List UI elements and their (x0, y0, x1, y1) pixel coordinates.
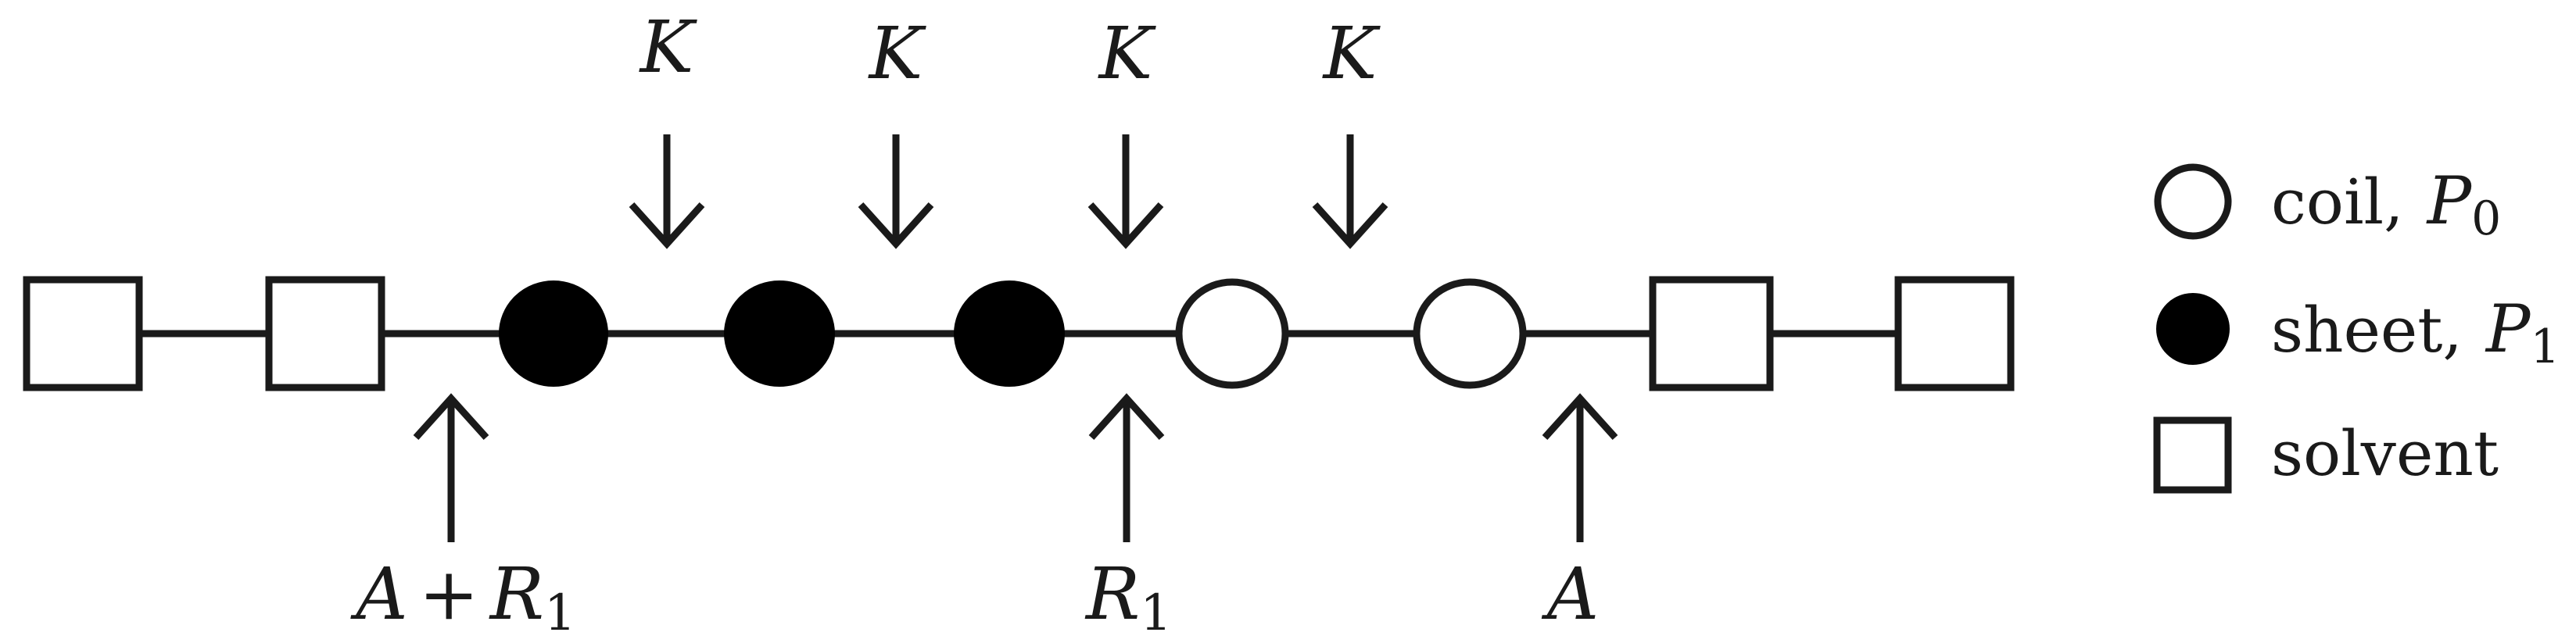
up-arrow-icon (1542, 393, 1618, 542)
label-k: K (1098, 12, 1157, 95)
coil-site (1413, 278, 1527, 389)
label-k: K (639, 5, 698, 89)
legend-coil: coil,P0 (2271, 163, 2501, 246)
open-square-icon (2153, 416, 2232, 494)
bottom-labels: A+R1 R1 A (349, 552, 1599, 642)
filled-circle-icon (2156, 293, 2230, 365)
label-k: K (868, 12, 927, 95)
down-arrow-icon (629, 134, 705, 249)
up-arrow-icon (1088, 393, 1165, 542)
solvent-site (23, 276, 143, 391)
chain-sites (23, 276, 2015, 391)
legend: coil,P0 sheet,P1 solvent (2153, 163, 2560, 494)
open-circle-icon (2154, 163, 2232, 240)
sheet-site (499, 280, 608, 387)
solvent-site (1894, 276, 2015, 391)
sheet-site (954, 280, 1065, 387)
label-a: A (1541, 552, 1599, 636)
down-arrow-icon (1312, 134, 1388, 249)
top-arrows (629, 134, 1388, 249)
top-labels: K K K K (639, 5, 1381, 95)
coil-site (1175, 278, 1289, 389)
legend-sheet: sheet,P1 (2271, 291, 2560, 374)
solvent-site (1649, 276, 1774, 391)
label-a-plus-r1: A+R1 (349, 552, 576, 642)
bottom-arrows (413, 393, 1618, 542)
sheet-site (724, 280, 835, 387)
up-arrow-icon (413, 393, 489, 542)
label-k: K (1322, 12, 1381, 95)
solvent-site (265, 276, 385, 391)
label-r1: R1 (1084, 552, 1172, 642)
down-arrow-icon (858, 134, 934, 249)
legend-solvent: solvent (2271, 417, 2499, 490)
down-arrow-icon (1087, 134, 1164, 249)
